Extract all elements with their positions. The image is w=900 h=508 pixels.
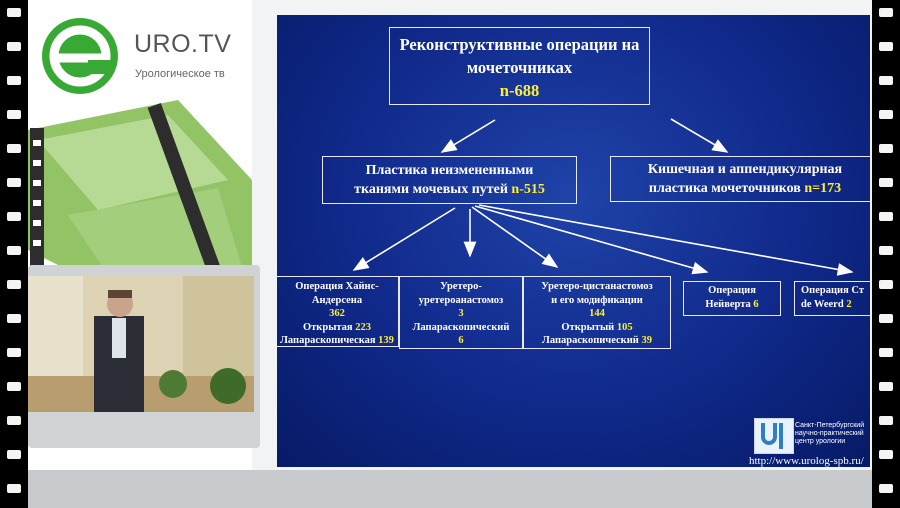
branch-left-line2: тканями мочевых путей <box>354 182 508 197</box>
institute-line: Санкт-Петербургский <box>795 422 865 429</box>
film-hole <box>879 382 893 391</box>
film-hole <box>879 212 893 221</box>
film-hole <box>879 314 893 323</box>
brand-panel: URO.TV Урологическое тв <box>28 0 260 470</box>
branch-right-line2: пластика мочеточников <box>648 181 801 196</box>
film-hole <box>879 8 893 17</box>
branch-left-count: n-515 <box>511 182 545 197</box>
op-sub-label: Лапараскопическая <box>280 335 376 346</box>
op-sub-count: 105 <box>616 321 633 333</box>
op-label: уретероанастомоз <box>418 294 504 306</box>
op-count: 6 <box>753 298 759 310</box>
film-hole <box>7 280 21 289</box>
film-hole <box>879 246 893 255</box>
op-box-hines-anderson: Операция Хайнс- Андерсена 362 Открытая 2… <box>277 276 399 347</box>
film-hole <box>7 8 21 17</box>
op-box-neivert: Операция Нейверта 6 <box>683 281 781 316</box>
uro-tv-logo-icon[interactable] <box>42 18 118 94</box>
film-hole <box>7 348 21 357</box>
op-box-de-weerd: Операция Ст de Weerd 2 <box>794 281 870 316</box>
op-sub-label: Лапараскопический <box>542 335 639 346</box>
institute-line: научно-практический <box>795 430 864 437</box>
film-hole <box>879 280 893 289</box>
presentation-slide: Реконструктивные операции на мочеточника… <box>277 15 870 467</box>
op-sub-count: 139 <box>378 335 394 346</box>
op-sub-label: Открытая <box>302 321 353 333</box>
op-count: 3 <box>458 308 464 319</box>
film-strip-right <box>872 0 900 508</box>
op-label: Уретеро-цистанастомоз <box>541 281 653 292</box>
film-hole <box>7 450 21 459</box>
film-hole <box>7 246 21 255</box>
film-hole <box>7 212 21 221</box>
main-heading-line2: мочеточниках <box>466 58 573 77</box>
brand-tagline: Урологическое тв <box>135 68 225 80</box>
video-frame: URO.TV Урологическое тв <box>28 0 872 508</box>
filmstrip-decoration <box>28 100 252 280</box>
branch-intestinal-box: Кишечная и аппендикулярная пластика моче… <box>610 156 870 202</box>
op-label: и его модификации <box>551 294 643 306</box>
film-hole <box>879 42 893 51</box>
speaker-video[interactable] <box>28 276 254 412</box>
main-heading-box: Реконструктивные операции на мочеточника… <box>389 27 650 105</box>
op-label: Операция Ст <box>801 285 864 296</box>
film-hole <box>879 178 893 187</box>
film-hole <box>879 144 893 153</box>
op-label: Операция <box>708 285 756 296</box>
op-count: 144 <box>589 308 605 319</box>
film-hole <box>7 382 21 391</box>
op-sub-label: Лапараскопический <box>412 321 510 333</box>
branch-right-line1: Кишечная и аппендикулярная <box>647 162 843 177</box>
film-hole <box>879 110 893 119</box>
op-label: de Weerd <box>801 298 844 310</box>
op-sub-label: Открытый <box>561 321 615 333</box>
branch-right-count: n=173 <box>804 181 842 196</box>
urology-center-name: Санкт-Петербургский научно-практический … <box>795 422 870 446</box>
op-label: Уретеро- <box>440 281 482 292</box>
op-count: 362 <box>329 308 345 319</box>
op-count: 2 <box>846 298 852 310</box>
op-label: Андерсена <box>311 294 363 306</box>
op-sub-count: 6 <box>458 335 464 346</box>
player-bottom-bar <box>28 470 872 508</box>
film-hole <box>7 484 21 493</box>
film-hole <box>7 76 21 85</box>
film-strip-left <box>0 0 28 508</box>
brand-name[interactable]: URO.TV <box>134 30 232 58</box>
institute-line: центр урологии <box>795 438 846 445</box>
film-hole <box>879 450 893 459</box>
urology-center-logo-icon <box>754 418 794 454</box>
center-website-link[interactable]: http://www.urolog-spb.ru/ <box>749 455 864 467</box>
op-sub-count: 223 <box>355 321 371 333</box>
film-hole <box>7 416 21 425</box>
branch-unchanged-tissue-box: Пластика неизмененными тканями мочевых п… <box>322 156 577 204</box>
film-hole <box>7 144 21 153</box>
branch-left-line1: Пластика неизмененными <box>365 163 534 178</box>
film-hole <box>7 42 21 51</box>
film-hole <box>7 314 21 323</box>
op-label: Операция Хайнс- <box>295 281 379 292</box>
op-sub-count: 39 <box>641 335 652 346</box>
main-heading-count: n-688 <box>499 81 540 100</box>
film-hole <box>7 110 21 119</box>
op-box-uretero-cystoanastomosis: Уретеро-цистанастомоз и его модификации … <box>523 276 671 349</box>
film-hole <box>879 416 893 425</box>
op-label: Нейверта <box>705 298 751 310</box>
main-heading-line1: Реконструктивные операции на <box>399 35 640 54</box>
film-hole <box>879 484 893 493</box>
film-hole <box>7 178 21 187</box>
op-box-uretero-ureteroanastomosis: Уретеро- уретероанастомоз 3 Лапараскопич… <box>399 276 523 349</box>
film-hole <box>879 76 893 85</box>
slide-arrows <box>352 118 854 276</box>
film-hole <box>879 348 893 357</box>
